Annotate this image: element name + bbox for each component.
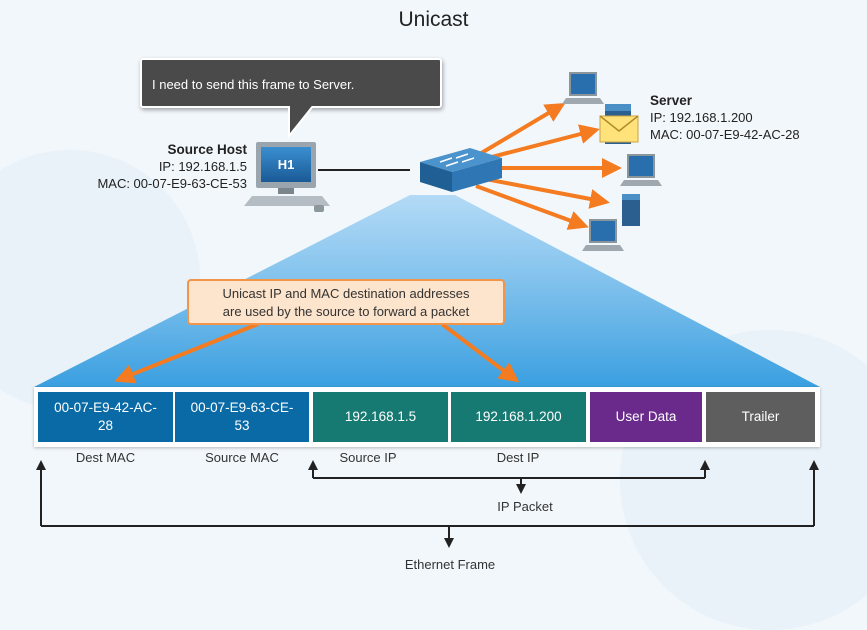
ethernet-frame: 00-07-E9-42-AC- 28 00-07-E9-63-CE- 53 192.…	[34, 387, 820, 447]
source-host-ip: IP: 192.168.1.5	[158, 159, 247, 174]
field-text: 00-07-E9-63-CE-	[190, 400, 294, 415]
server-info: Server IP: 192.168.1.200 MAC: 00-07-E9-4…	[650, 92, 860, 143]
callout-line-2: are used by the source to forward a pack…	[222, 304, 470, 319]
pc-icon	[620, 154, 662, 186]
label-dest-mac: Dest MAC	[75, 450, 136, 465]
callout-arrows	[114, 322, 520, 384]
frame-field-source-mac: 00-07-E9-63-CE- 53	[175, 392, 309, 442]
speech-bubble: I need to send this frame to Server.	[140, 58, 442, 108]
pc-icon	[582, 219, 624, 251]
envelope-icon	[599, 115, 639, 143]
frame-field-user-data: User Data	[590, 392, 702, 442]
switch-flood-arrows	[475, 102, 622, 230]
source-host-info: Source Host IP: 192.168.1.5 MAC: 00-07-E…	[30, 141, 247, 192]
label-source-mac: Source MAC	[205, 450, 279, 465]
frame-field-dest-ip: 192.168.1.200	[451, 392, 586, 442]
speech-bubble-tail	[288, 106, 314, 139]
source-host-name: Source Host	[167, 142, 247, 157]
unicast-callout: Unicast IP and MAC destination addresses…	[187, 279, 505, 325]
server-mac: MAC: 00-07-E9-42-AC-28	[650, 127, 800, 142]
field-text: Trailer	[741, 409, 780, 424]
field-text: 192.168.1.5	[344, 409, 417, 424]
frame-field-source-ip: 192.168.1.5	[313, 392, 448, 442]
diagram-title: Unicast	[398, 8, 469, 31]
ethernet-frame-bracket	[36, 460, 819, 548]
ip-packet-label: IP Packet	[497, 499, 553, 514]
callout-line-1: Unicast IP and MAC destination addresses	[222, 286, 470, 301]
label-dest-ip: Dest IP	[496, 450, 540, 465]
field-text: 00-07-E9-42-AC-	[54, 400, 157, 415]
field-text: User Data	[615, 409, 677, 424]
ip-packet-bracket	[308, 460, 710, 494]
field-text: 192.168.1.200	[475, 409, 562, 424]
ethernet-frame-label: Ethernet Frame	[404, 557, 496, 572]
frame-field-dest-mac: 00-07-E9-42-AC- 28	[38, 392, 173, 442]
switch-icon	[420, 148, 502, 192]
pc-icon	[562, 72, 604, 104]
server-name: Server	[650, 93, 693, 108]
frame-field-trailer: Trailer	[706, 392, 815, 442]
field-text: 28	[97, 418, 113, 433]
label-source-ip: Source IP	[339, 450, 397, 465]
server-icon	[622, 194, 640, 226]
server-ip: IP: 192.168.1.200	[650, 110, 753, 125]
pc-icon: H1	[244, 142, 330, 212]
field-text: 53	[234, 418, 250, 433]
pc-icon-label: H1	[278, 157, 295, 172]
source-host-mac: MAC: 00-07-E9-63-CE-53	[97, 176, 247, 191]
